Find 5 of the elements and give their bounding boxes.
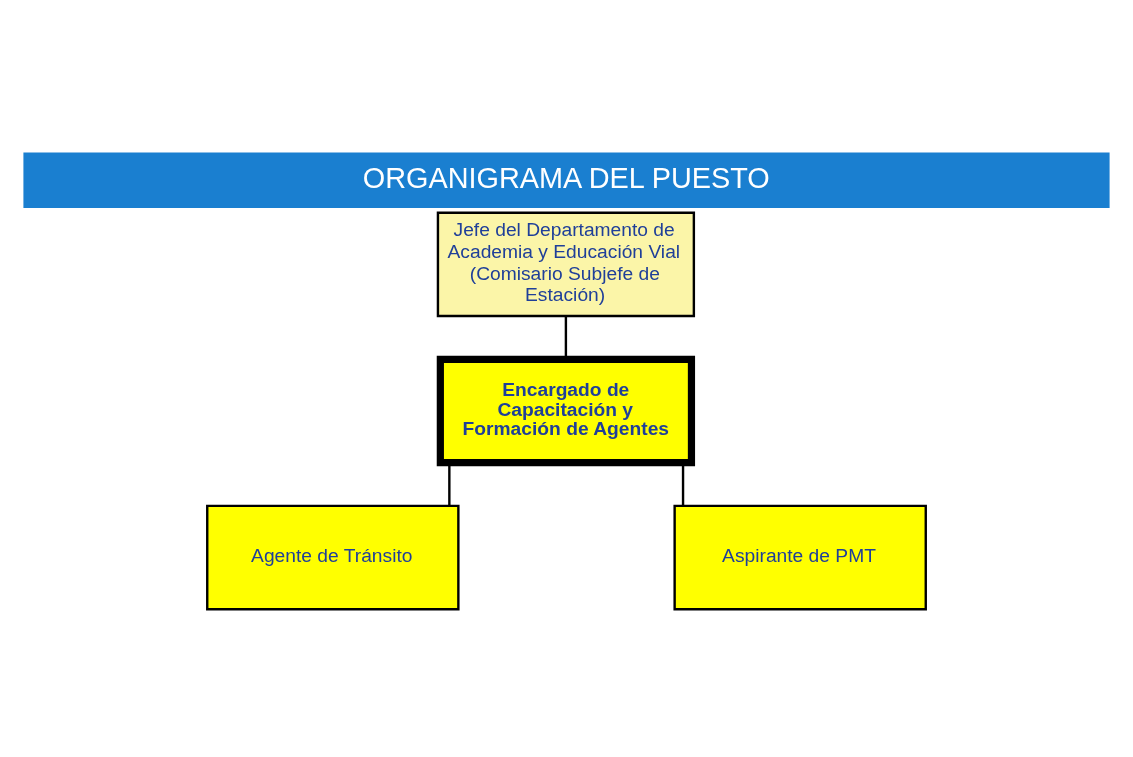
node-box: Encargado de Capacitación y Formación de Agentes xyxy=(436,355,696,467)
node-box: Aspirante de PMT xyxy=(673,504,927,611)
node-box: Agente de Tránsito xyxy=(206,504,460,611)
diagram-title: ORGANIGRAMA DEL PUESTO xyxy=(362,161,770,194)
node-box: Jefe del Departamento de Academia y Educación Vial (Comisario Subjefe de Estación) xyxy=(436,211,696,318)
